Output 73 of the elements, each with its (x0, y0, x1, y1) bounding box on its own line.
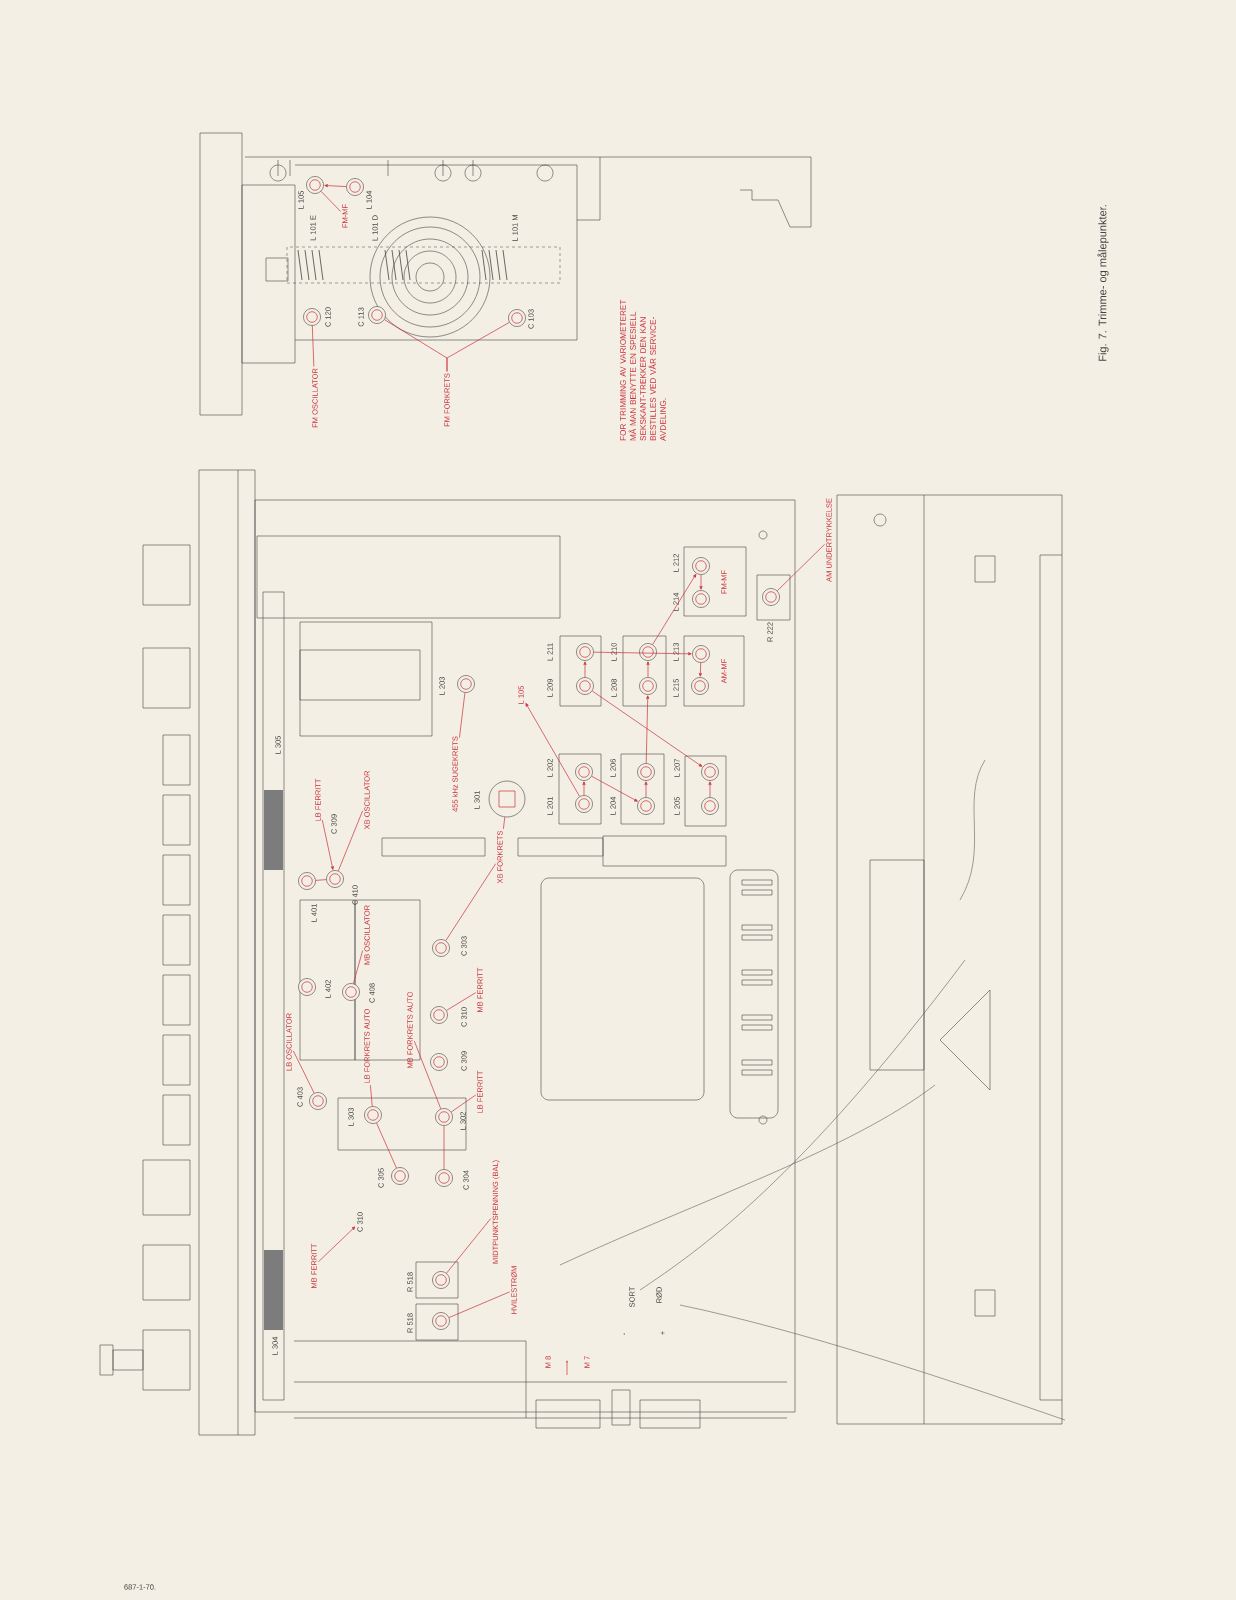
leader-line (446, 1218, 492, 1274)
trim-point (432, 1312, 450, 1330)
trim-point (575, 763, 593, 781)
leader-line (293, 1050, 315, 1094)
trim-point (576, 643, 594, 661)
leader-line (459, 692, 466, 738)
leader-line (376, 1122, 397, 1169)
leader-line (414, 1040, 442, 1110)
trim-point (326, 870, 344, 888)
leader-line (311, 325, 315, 367)
trim-point (298, 872, 316, 890)
component-label: FOR TRIMMING AV VARIOMETERET MÅ MAN BENYTTE EN SPESIELL SEKSKANT-TREKKER DEN KAN BESTILLES VED VÅR SERVICE-AVDELING. (620, 299, 666, 441)
arrow (645, 695, 650, 764)
trim-point (435, 1108, 453, 1126)
leader-line (448, 1291, 510, 1318)
leader-line (446, 322, 510, 372)
trim-point (637, 797, 655, 815)
trim-point (508, 309, 526, 327)
trim-point (639, 677, 657, 695)
leader-line (446, 992, 477, 1011)
trim-point (639, 643, 657, 661)
trim-point (430, 1006, 448, 1024)
trim-point (692, 557, 710, 575)
arrow (644, 781, 648, 798)
leader-line (370, 1084, 373, 1107)
trim-point (364, 1106, 382, 1124)
arrow (591, 690, 703, 767)
trim-point (701, 797, 719, 815)
arrow (646, 661, 650, 678)
arrow (324, 184, 347, 188)
trim-point (576, 677, 594, 695)
trim-point (691, 677, 709, 695)
trim-point (457, 675, 475, 693)
trim-point (701, 763, 719, 781)
trim-point (432, 939, 450, 957)
arrow (591, 775, 638, 802)
trim-point (391, 1167, 409, 1185)
trim-point (432, 1271, 450, 1289)
leader-line (445, 863, 496, 941)
arrow (698, 662, 702, 677)
trim-point (306, 176, 324, 194)
leader-line (315, 879, 327, 881)
trim-point (342, 983, 360, 1001)
figure-caption: Fig. 7. Trimme- og målepunkter. (1097, 205, 1109, 361)
trim-point (762, 588, 780, 606)
leader-line (776, 543, 825, 592)
arrow (708, 781, 712, 798)
leader-line (443, 1125, 445, 1170)
trim-point (346, 178, 364, 196)
trim-point (692, 645, 710, 663)
trim-point (692, 590, 710, 608)
trim-point (435, 1169, 453, 1187)
leader-line (450, 1094, 477, 1113)
leader-line (337, 810, 363, 872)
leader-line (320, 191, 342, 212)
arrow (583, 661, 587, 678)
arrow (593, 651, 692, 656)
arrow (652, 573, 697, 645)
trimmer-knob (488, 780, 526, 818)
arrow (699, 574, 703, 590)
leader-line (503, 816, 506, 830)
arrow (317, 1226, 356, 1263)
arrow (582, 781, 586, 796)
trim-point (303, 308, 321, 326)
trim-point (368, 306, 386, 324)
arrow (321, 819, 334, 870)
trim-point (298, 978, 316, 996)
trim-point (309, 1092, 327, 1110)
trim-point (430, 1053, 448, 1071)
trim-point (575, 795, 593, 813)
trim-point (637, 763, 655, 781)
leader-line (353, 950, 363, 984)
arrow (525, 703, 580, 797)
